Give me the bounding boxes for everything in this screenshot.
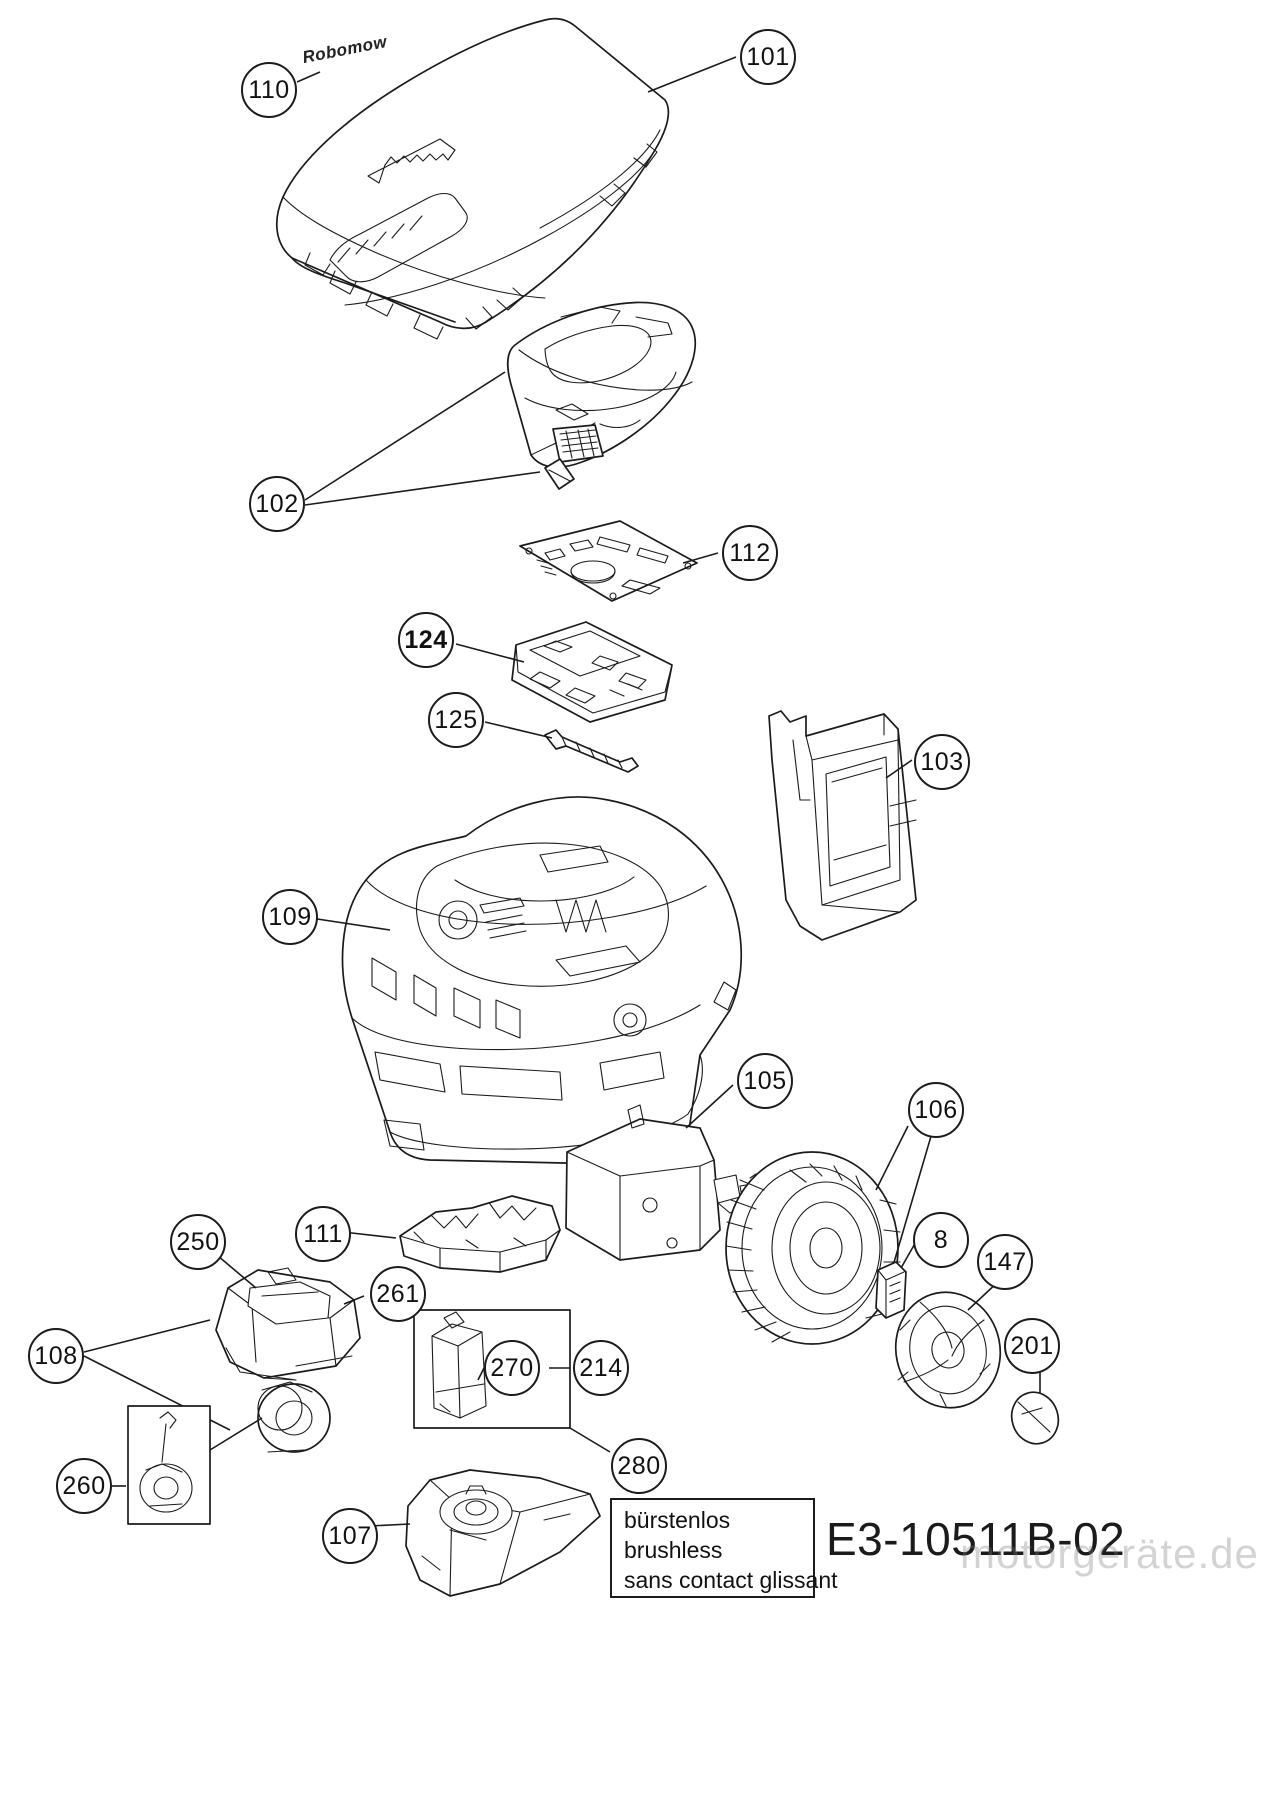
part-103-battery-housing: [768, 710, 917, 941]
lead-106: [875, 1125, 935, 1277]
part-260-caster-box: [127, 1405, 211, 1525]
callout-280: 280: [611, 1438, 667, 1494]
lead-102: [304, 371, 541, 506]
part-112-pcb: [519, 520, 698, 602]
callout-107: 107: [322, 1508, 378, 1564]
lead-250: [217, 1255, 257, 1289]
part-124-bracket: [511, 621, 673, 723]
part-8-hub: [875, 1261, 907, 1319]
callout-106: 106: [908, 1082, 964, 1138]
part-147-hubcap: [894, 1291, 1002, 1409]
callout-108: 108: [28, 1328, 84, 1384]
part-106-wheel: [725, 1151, 901, 1345]
callout-101: 101: [740, 29, 796, 85]
note-line-de: bürstenlos: [624, 1507, 731, 1533]
callout-105: 105: [737, 1053, 793, 1109]
part-109-chassis: [341, 796, 743, 1166]
part-250-front-assembly: [215, 1267, 361, 1381]
note-line-fr: sans contact glissant: [624, 1566, 838, 1593]
callout-201: 201: [1004, 1318, 1060, 1374]
part-107-cutting-deck: [405, 1469, 601, 1597]
lead-109: [303, 916, 391, 931]
callout-110: 110: [241, 62, 297, 118]
lead-260-to-caster: [209, 1417, 263, 1451]
lead-110: [296, 71, 321, 83]
callout-260: 260: [56, 1458, 112, 1514]
part-125-clip-strip: [544, 729, 639, 773]
callout-112: 112: [722, 525, 778, 581]
document-code: E3-10511B-02: [826, 1513, 1126, 1565]
callout-261: 261: [370, 1266, 426, 1322]
lead-261: [343, 1295, 365, 1305]
lead-103: [885, 759, 913, 779]
callout-111: 111: [295, 1206, 351, 1262]
callout-109: 109: [262, 889, 318, 945]
part-101-top-cover: [276, 17, 670, 340]
callout-8: 8: [913, 1212, 969, 1268]
lead-125: [484, 721, 553, 739]
callout-103: 103: [914, 734, 970, 790]
lead-105: [685, 1084, 734, 1129]
lead-270: [477, 1367, 485, 1381]
callout-214: 214: [573, 1340, 629, 1396]
callout-125: 125: [428, 692, 484, 748]
part-111-support-bracket: [399, 1195, 561, 1273]
lead-124: [455, 643, 525, 663]
lead-112: [682, 552, 719, 564]
lead-101: [647, 56, 737, 93]
lead-111: [342, 1231, 397, 1239]
part-105-drive-motor: [565, 1104, 767, 1261]
part-102-control-panel: [507, 301, 697, 490]
lead-280: [569, 1427, 611, 1453]
callout-250: 250: [170, 1214, 226, 1270]
callout-147: 147: [977, 1234, 1033, 1290]
callout-124: 124: [398, 612, 454, 668]
part-250-caster-wheel: [257, 1381, 331, 1453]
note-line-en: brushless: [624, 1536, 723, 1563]
part-201-screw: [1010, 1391, 1060, 1445]
note-box-brushless: bürstenlos brushless sans contact glissa…: [610, 1498, 838, 1598]
callout-102: 102: [249, 476, 305, 532]
callout-270: 270: [484, 1340, 540, 1396]
